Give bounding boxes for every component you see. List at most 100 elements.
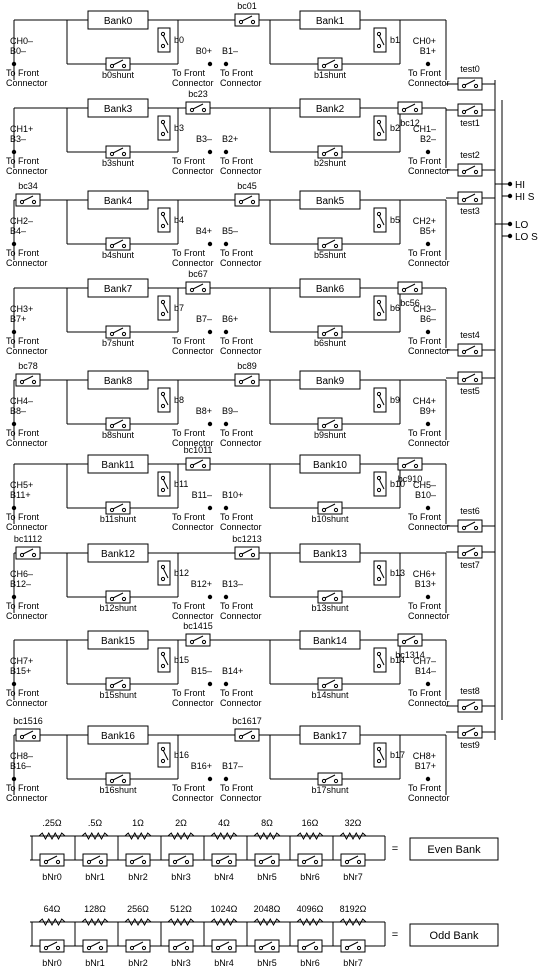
terminal-dot <box>223 241 229 247</box>
switch-body <box>317 145 343 159</box>
relay-switch <box>373 295 387 321</box>
shunt-switch <box>317 145 343 159</box>
resistor <box>296 917 324 927</box>
connector-label: Connector <box>408 258 450 268</box>
bank-box <box>87 98 149 118</box>
connector-label: To Front <box>408 512 442 522</box>
connector-label: To Front <box>6 248 40 258</box>
switch-blade <box>378 478 385 490</box>
switch-contact <box>55 859 61 865</box>
switch-body <box>211 939 237 953</box>
bank-type-label: Odd Bank <box>430 930 479 942</box>
switch-body <box>234 546 260 560</box>
side-label: LO <box>515 220 529 231</box>
connector-label: To Front <box>220 156 254 166</box>
relay-switch <box>157 560 171 586</box>
shunt-switch <box>105 325 131 339</box>
switch-contact <box>258 945 264 951</box>
switch-blade <box>132 855 144 862</box>
resistor <box>339 917 367 927</box>
switch-body <box>317 237 343 251</box>
switch-contact <box>461 83 467 89</box>
switch-body <box>82 939 108 953</box>
switch-blade <box>404 635 416 642</box>
channel-label: CH6– <box>10 569 33 579</box>
switch-blade <box>46 855 58 862</box>
switch-blade <box>464 547 476 554</box>
switch-blade <box>22 375 34 382</box>
switch-blade <box>112 239 124 246</box>
connector-label: Connector <box>220 78 262 88</box>
channel-label: B9+ <box>420 406 436 416</box>
connector-label: Connector <box>408 698 450 708</box>
switch-blade <box>378 214 385 226</box>
test-label: test6 <box>460 506 480 516</box>
switch-contact <box>333 243 339 249</box>
switch-contact <box>321 243 327 249</box>
relay-switch <box>157 471 171 497</box>
relay-switch <box>373 387 387 413</box>
switch-body <box>373 742 387 768</box>
switch-body <box>317 325 343 339</box>
switch-blade <box>464 727 476 734</box>
channel-label: B12– <box>10 579 31 589</box>
bank-connect-label: bc89 <box>237 361 257 371</box>
terminal-dot <box>425 329 431 335</box>
relay-label: b14 <box>390 655 405 665</box>
relay-switch <box>157 207 171 233</box>
switch-blade <box>112 419 124 426</box>
test-switch <box>457 77 483 91</box>
switch-label: bNr3 <box>171 958 191 968</box>
bank-type-box <box>409 837 499 861</box>
switch-body <box>373 115 387 141</box>
relay-switch <box>373 742 387 768</box>
switch-body <box>157 742 171 768</box>
switch-contact <box>201 287 207 293</box>
bank-connect-label: bc1415 <box>183 621 213 631</box>
test-label: test0 <box>460 64 480 74</box>
bank-box <box>299 370 361 390</box>
terminal-dot <box>507 221 513 227</box>
connector-label: Connector <box>6 438 48 448</box>
ladder-switch <box>39 853 65 867</box>
relay-label: b4 <box>174 215 184 225</box>
bank-connect-switch <box>185 633 211 647</box>
switch-blade <box>464 521 476 528</box>
ladder-switch <box>211 939 237 953</box>
switch-body <box>234 373 260 387</box>
bank-box <box>87 454 149 474</box>
switch-body <box>373 207 387 233</box>
resistor <box>38 831 66 841</box>
shunt-label: b12shunt <box>99 603 137 613</box>
switch-blade <box>347 855 359 862</box>
bank-connect-label: bc1314 <box>395 650 425 660</box>
bank-box <box>299 278 361 298</box>
switch-blade <box>378 654 385 666</box>
switch-contact <box>473 349 479 355</box>
channel-label: B1+ <box>420 46 436 56</box>
ladder-switch <box>297 939 323 953</box>
switch-label: bNr4 <box>214 958 234 968</box>
switch-body <box>254 939 280 953</box>
switch-body <box>234 728 260 742</box>
bank-type-box <box>409 923 499 947</box>
resistor <box>167 917 195 927</box>
connector-label: To Front <box>172 512 206 522</box>
switch-blade <box>241 548 253 555</box>
shunt-switch <box>105 677 131 691</box>
switch-contact <box>189 287 195 293</box>
shunt-label: b14shunt <box>311 690 349 700</box>
terminal-dot <box>207 241 213 247</box>
switch-contact <box>461 551 467 557</box>
switch-body <box>340 853 366 867</box>
relay-switch <box>157 742 171 768</box>
switch-label: bNr6 <box>300 872 320 882</box>
switch-label: bNr4 <box>214 872 234 882</box>
switch-body <box>157 471 171 497</box>
channel-label: B3– <box>10 134 26 144</box>
switch-body <box>457 545 483 559</box>
switch-body <box>373 295 387 321</box>
switch-body <box>397 457 423 471</box>
connector-label: To Front <box>220 428 254 438</box>
terminal-dot <box>223 505 229 511</box>
